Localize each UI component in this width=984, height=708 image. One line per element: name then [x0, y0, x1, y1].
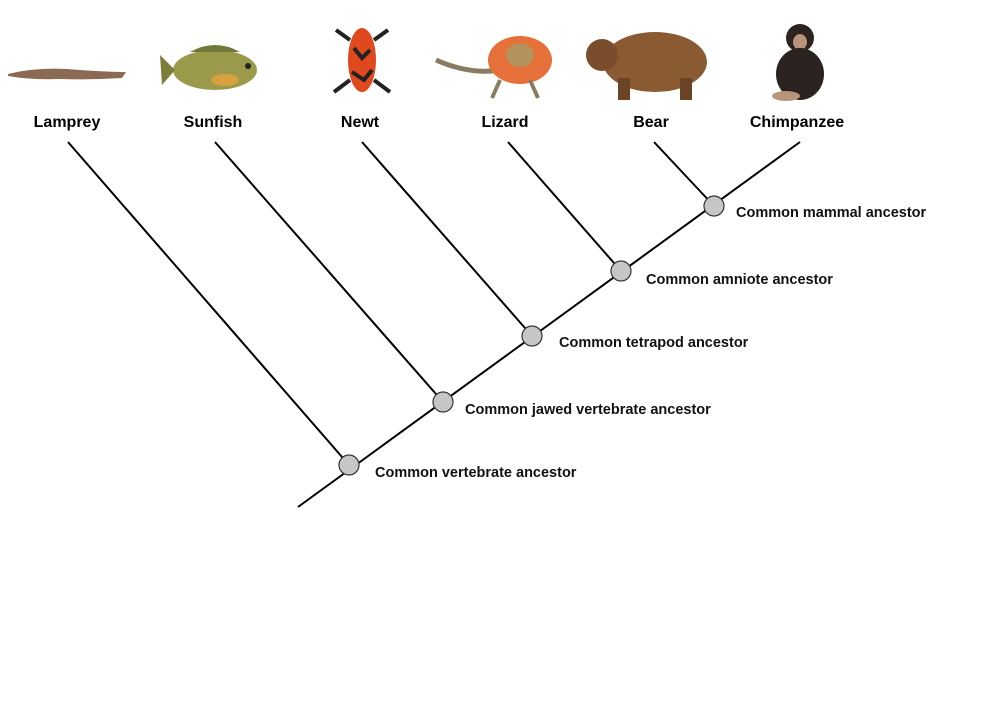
branch-lizard: [507, 141, 622, 272]
ancestor-label-vertebrate: Common vertebrate ancestor: [375, 465, 577, 481]
node-vertebrate: [338, 454, 360, 476]
newt-icon: [332, 28, 392, 94]
ancestor-label-tetrapod: Common tetrapod ancestor: [559, 335, 749, 351]
branch-sunfish: [214, 141, 444, 403]
branch-newt: [361, 141, 533, 337]
species-label-bear: Bear: [633, 114, 669, 131]
species-label-newt: Newt: [340, 114, 380, 131]
species-label-sunfish: Sunfish: [183, 114, 243, 131]
lamprey-icon: [8, 68, 126, 80]
bear-icon: [586, 32, 707, 100]
node-amniote: [610, 260, 632, 282]
node-tetrapod: [521, 325, 543, 347]
ancestor-label-jawed: Common jawed vertebrate ancestor: [465, 402, 711, 418]
node-jawed: [432, 391, 454, 413]
branch-lamprey: [67, 141, 350, 466]
species-label-chimpanzee: Chimpanzee: [749, 114, 845, 131]
ancestor-label-mammal: Common mammal ancestor: [736, 205, 927, 221]
lizard-icon: [434, 36, 552, 99]
chimpanzee-icon: [772, 24, 824, 101]
species-label-lamprey: Lamprey: [33, 114, 101, 131]
main-trunk: [297, 141, 801, 508]
species-label-lizard: Lizard: [481, 114, 529, 131]
branch-bear: [653, 141, 715, 207]
ancestor-label-amniote: Common amniote ancestor: [646, 272, 833, 288]
sunfish-icon: [160, 45, 257, 90]
node-mammal: [703, 195, 725, 217]
